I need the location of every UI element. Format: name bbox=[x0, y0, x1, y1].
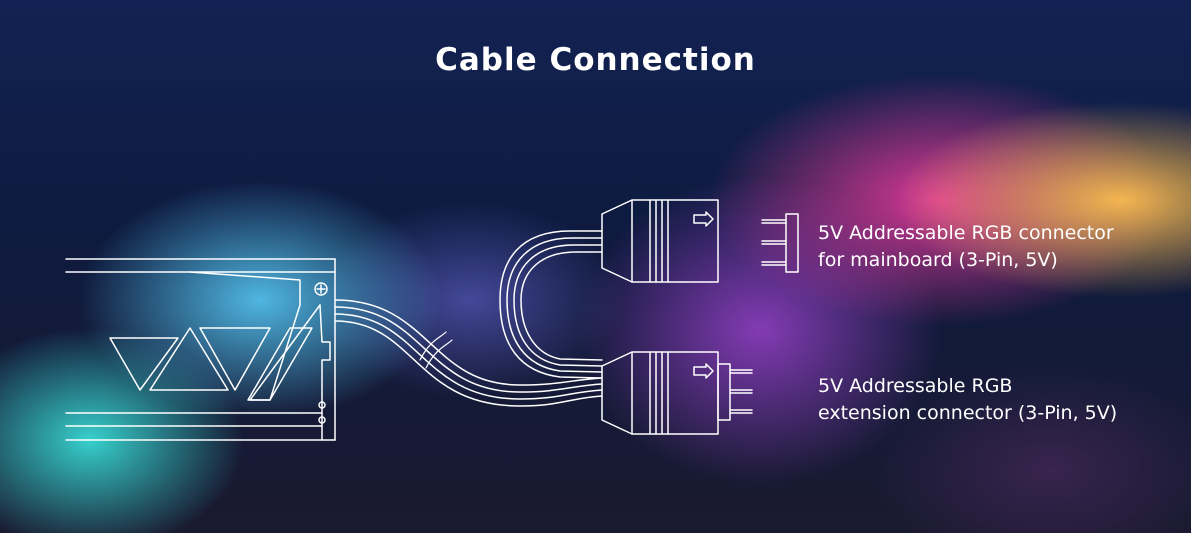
led-triangle-4 bbox=[247, 327, 313, 401]
connector-label-mainboard: 5V Addressable RGB connector for mainboa… bbox=[818, 220, 1114, 274]
arrow-marker-icon bbox=[693, 211, 714, 227]
arrow-marker-icon bbox=[693, 363, 714, 379]
cable-bundle bbox=[334, 299, 603, 407]
connector-label-mainboard-line1: 5V Addressable RGB connector bbox=[818, 222, 1114, 244]
connector-extension-housing bbox=[601, 351, 753, 435]
screw-icon bbox=[314, 282, 328, 296]
three-pin-female-socket-icon bbox=[761, 213, 799, 273]
led-triangle-2 bbox=[149, 327, 229, 391]
connector-label-mainboard-line2: for mainboard (3-Pin, 5V) bbox=[818, 249, 1058, 271]
connector-label-extension-line2: extension connector (3-Pin, 5V) bbox=[818, 402, 1118, 424]
connector-label-extension: 5V Addressable RGB extension connector (… bbox=[818, 373, 1117, 427]
split-cable bbox=[499, 230, 603, 379]
connector-label-extension-line1: 5V Addressable RGB bbox=[818, 375, 1013, 397]
led-triangle-1 bbox=[109, 337, 179, 391]
led-triangle-3 bbox=[199, 327, 271, 391]
connector-mainboard-housing bbox=[601, 199, 719, 283]
rgb-device-module bbox=[65, 258, 336, 441]
page-title: Cable Connection bbox=[435, 42, 756, 78]
